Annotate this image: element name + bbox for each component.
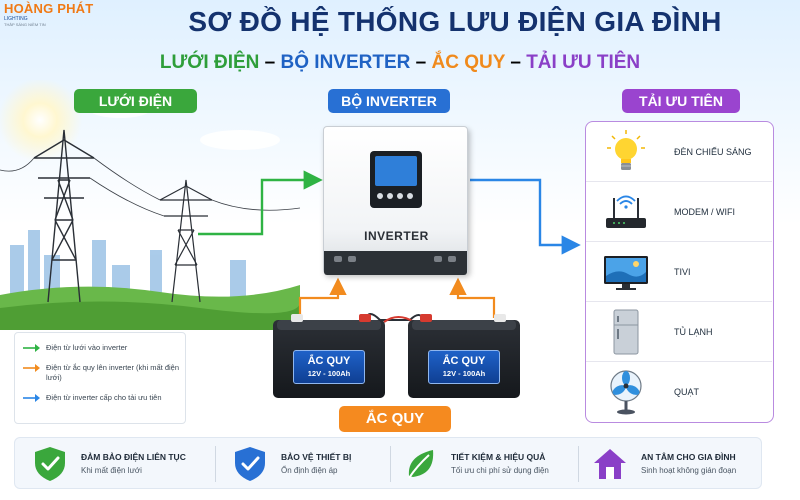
tv-icon — [604, 256, 648, 290]
page-subtitle: LƯỚI ĐIỆN – BỘ INVERTER – ẮC QUY – TẢI Ư… — [0, 52, 800, 74]
feature-peace-of-mind: AN TÂM CHO GIA ĐÌNH Sinh hoạt không gián… — [585, 438, 761, 490]
legend-text: Điện từ lưới vào inverter — [46, 343, 128, 352]
inverter-port — [334, 256, 342, 262]
inverter-lcd — [375, 156, 417, 186]
feature-title: BẢO VỆ THIẾT BỊ — [281, 452, 352, 462]
feature-desc: Khi mất điện lưới — [81, 466, 142, 475]
power-tower — [33, 129, 95, 303]
battery-1: ẮC QUY 12V - 100Ah — [273, 314, 385, 398]
load-item-fridge: TỦ LẠNH — [586, 302, 772, 362]
inverter-unit: INVERTER — [323, 126, 468, 275]
feature-efficiency: TIẾT KIỆM & HIỆU QUẢ Tối ưu chi phí sử d… — [395, 438, 575, 490]
battery-name: ẮC QUY — [307, 355, 351, 367]
wifi-router-icon — [606, 195, 646, 228]
logo-name: HOÀNG PHÁT — [4, 1, 94, 16]
divider — [578, 446, 579, 482]
legend: Điện từ lưới vào inverter Điện từ ắc quy… — [14, 332, 186, 424]
section-loads-label: TẢI ƯU TIÊN — [622, 89, 740, 113]
battery-terminal — [420, 314, 432, 322]
load-label: ĐÈN CHIẾU SÁNG — [674, 147, 752, 157]
green-arrow-icon — [23, 344, 40, 352]
battery-spec: 12V - 100Ah — [442, 369, 486, 378]
priority-loads-panel: ĐÈN CHIẾU SÁNG MODEM / WIFI TIVI — [585, 121, 774, 423]
load-item-tv: TIVI — [586, 242, 772, 302]
shield-check-icon — [235, 447, 265, 481]
battery-name: ẮC QUY — [442, 355, 486, 367]
load-item-modem: MODEM / WIFI — [586, 182, 772, 242]
inverter-port — [348, 256, 356, 262]
inverter-base — [324, 251, 467, 275]
divider — [390, 446, 391, 482]
legend-text: Điện từ ắc quy lên inverter (khi mất điệ… — [46, 363, 179, 382]
load-label: TIVI — [674, 267, 691, 277]
power-cables — [0, 157, 300, 217]
feature-desc: Sinh hoạt không gián đoạn — [641, 466, 737, 475]
battery-terminal — [359, 314, 371, 322]
inverter-button — [387, 193, 393, 199]
subtitle-sep-2: – — [410, 52, 432, 73]
feature-title: TIẾT KIỆM & HIỆU QUẢ — [451, 452, 546, 462]
grid-scene — [0, 80, 300, 330]
feature-title: ĐẢM BẢO ĐIỆN LIÊN TỤC — [81, 452, 186, 462]
load-label: TỦ LẠNH — [674, 327, 713, 337]
battery-2: ẮC QUY 12V - 100Ah — [408, 314, 520, 398]
inverter-button — [397, 193, 403, 199]
inverter-port — [434, 256, 442, 262]
cloud — [200, 130, 280, 150]
subtitle-battery: ẮC QUY — [431, 52, 506, 73]
feature-device-protection: BẢO VỆ THIẾT BỊ Ổn định điện áp — [225, 438, 405, 490]
page-title: SƠ ĐỒ HỆ THỐNG LƯU ĐIỆN GIA ĐÌNH — [188, 6, 722, 37]
blue-arrow-icon — [23, 394, 40, 402]
subtitle-inverter: BỘ INVERTER — [280, 52, 411, 73]
benefits-footer: ĐẢM BẢO ĐIỆN LIÊN TỤC Khi mất điện lưới … — [14, 437, 762, 489]
home-icon — [594, 449, 626, 479]
logo-sub: LIGHTING — [4, 16, 28, 22]
battery-2-to-inverter-line — [449, 277, 496, 318]
subtitle-grid: LƯỚI ĐIỆN — [159, 52, 260, 73]
divider — [215, 446, 216, 482]
battery-lid — [412, 320, 516, 330]
load-label: MODEM / WIFI — [674, 207, 735, 217]
leaf-icon — [408, 450, 434, 479]
battery-terminal — [291, 314, 303, 322]
battery-terminal — [494, 314, 506, 322]
subtitle-sep-1: – — [259, 52, 281, 73]
fan-icon — [610, 370, 642, 415]
grass — [0, 301, 300, 330]
inverter-button — [407, 193, 413, 199]
feature-title: AN TÂM CHO GIA ĐÌNH — [641, 452, 736, 462]
inverter-to-loads-line — [470, 178, 581, 255]
brand-logo: HOÀNG PHÁT LIGHTING THẮP SÁNG NIỀM TIN — [4, 2, 108, 36]
inverter-port — [448, 256, 456, 262]
logo-tagline: THẮP SÁNG NIỀM TIN — [4, 22, 46, 27]
load-label: QUẠT — [674, 387, 700, 397]
inverter-display — [370, 151, 422, 208]
legend-text: Điện từ inverter cấp cho tải ưu tiên — [46, 393, 162, 402]
battery-lid — [277, 320, 381, 330]
inverter-label: INVERTER — [364, 229, 429, 243]
section-inverter-label: BỘ INVERTER — [328, 89, 450, 113]
load-item-lighting: ĐÈN CHIẾU SÁNG — [586, 122, 772, 182]
orange-arrow-icon — [23, 364, 40, 372]
battery-spec: 12V - 100Ah — [307, 369, 351, 378]
feature-desc: Tối ưu chi phí sử dụng điện — [451, 466, 549, 475]
battery-label: ẮC QUY 12V - 100Ah — [293, 350, 365, 384]
feature-desc: Ổn định điện áp — [281, 466, 338, 475]
fridge-icon — [613, 309, 639, 355]
sun — [0, 80, 82, 162]
shield-check-icon — [35, 447, 65, 481]
battery-1-to-inverter-line — [298, 277, 347, 318]
subtitle-loads: TẢI ƯU TIÊN — [526, 52, 641, 73]
power-tower — [159, 179, 213, 303]
subtitle-sep-3: – — [505, 52, 527, 73]
load-item-fan: QUẠT — [586, 362, 772, 422]
feature-continuous-power: ĐẢM BẢO ĐIỆN LIÊN TỤC Khi mất điện lưới — [25, 438, 205, 490]
light-bulb-icon — [607, 130, 645, 170]
inverter-button — [377, 193, 383, 199]
section-grid-label: LƯỚI ĐIỆN — [74, 89, 197, 113]
section-battery-label: ẮC QUY — [339, 406, 451, 432]
battery-label: ẮC QUY 12V - 100Ah — [428, 350, 500, 384]
